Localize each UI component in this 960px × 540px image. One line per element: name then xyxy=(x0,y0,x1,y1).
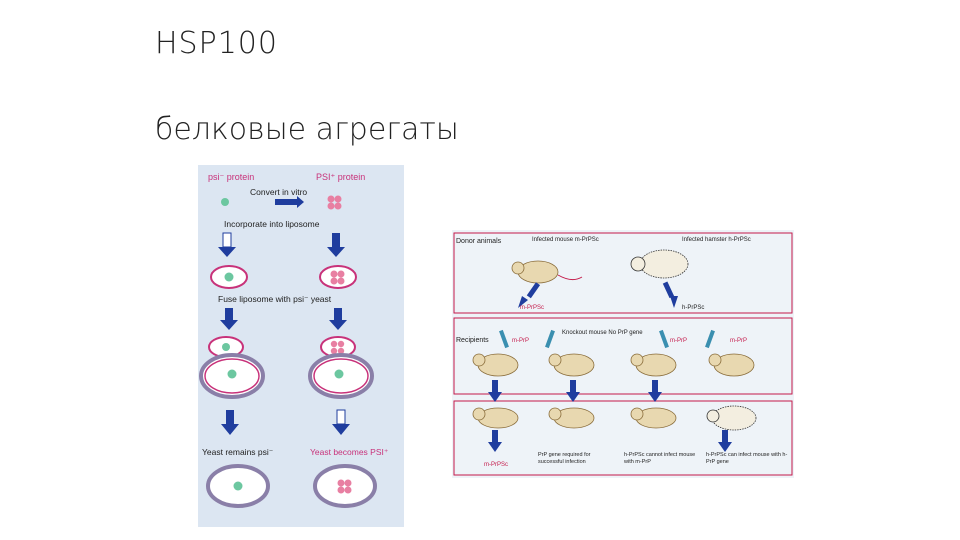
result-hamster xyxy=(706,405,757,431)
m-prp-sc-label: m-PrPSc xyxy=(520,305,544,311)
incorporate-label: Incorporate into liposome xyxy=(224,219,320,229)
syringe-4 xyxy=(705,329,715,349)
recipient-mprp-1: m-PrP xyxy=(512,338,529,344)
donor-mouse xyxy=(511,260,583,284)
yeast-remains-label: Yeast remains psi⁻ xyxy=(202,447,274,457)
result-mouse-3 xyxy=(630,407,677,429)
liposome-psi-plus xyxy=(319,265,357,289)
result-4-label: h-PrPSc can infect mouse with h-PrP gene xyxy=(706,452,788,465)
syringe-2 xyxy=(545,329,555,349)
result-2-label: PrP gene required for successful infecti… xyxy=(538,452,591,465)
down-arrow-right-2 xyxy=(329,308,347,330)
yeast-becomes-label: Yeast becomes PSI⁺ xyxy=(310,447,389,457)
down-arrow-left-1 xyxy=(218,232,236,257)
donor-hamster xyxy=(630,249,689,279)
lower-arrow-4 xyxy=(718,430,732,452)
h-prp-sc-label: h-PrPSc xyxy=(682,305,704,311)
result-arrow-2 xyxy=(566,380,580,402)
donor-arrow-right xyxy=(662,281,678,308)
result-3-label: h-PrPSc cannot infect mouse with m-PrP xyxy=(624,452,696,465)
final-yeast-right xyxy=(313,464,377,508)
psi-minus-protein-dot xyxy=(221,198,229,206)
fuse-label: Fuse liposome with psi⁻ yeast xyxy=(218,294,332,304)
psi-plus-aggregate xyxy=(327,195,342,210)
recipient-panel xyxy=(453,317,793,395)
convert-arrow xyxy=(275,199,297,205)
infected-hamster-label: Infected hamster h-PrPSc xyxy=(682,237,751,243)
recipient-mouse-2 xyxy=(548,353,595,377)
convert-arrowhead xyxy=(297,196,304,208)
convert-label: Convert in vitro xyxy=(250,187,307,197)
donor-row-label: Donor animals xyxy=(456,238,502,245)
recipient-mprp-2: m-PrP xyxy=(670,338,687,344)
down-arrow-left-3 xyxy=(221,410,239,435)
prion-transmission-figure: Donor animals Infected mouse m-PrPSc Inf… xyxy=(452,230,794,478)
down-arrow-right-1 xyxy=(327,233,345,257)
down-arrow-left-2 xyxy=(220,308,238,330)
psi-plus-protein-label: PSI⁺ protein xyxy=(316,172,365,182)
result-arrow-3 xyxy=(648,380,662,402)
recipient-mouse-1 xyxy=(472,353,519,377)
recipient-mouse-4 xyxy=(708,353,755,377)
donor-arrow-left xyxy=(518,282,541,308)
syringe-3 xyxy=(659,329,669,349)
recipient-mouse-3 xyxy=(630,353,677,377)
psi-minus-protein-label: psi⁻ protein xyxy=(208,172,254,182)
syringe-1 xyxy=(499,329,509,349)
result-panel xyxy=(453,400,793,476)
result-mouse-2 xyxy=(548,407,595,429)
recipient-row-label: Recipients xyxy=(456,337,489,344)
result-1-label: m-PrPSc xyxy=(484,462,508,468)
recipient-mprp-3: m-PrP xyxy=(730,338,747,344)
result-arrow-1 xyxy=(488,380,502,402)
lower-arrow-1 xyxy=(488,430,502,452)
result-mouse-1 xyxy=(472,407,519,429)
slide-subtitle: белковые агрегаты xyxy=(155,112,459,147)
liposome-aggregate xyxy=(330,270,345,285)
yeast-prion-figure: psi⁻ protein PSI⁺ protein Convert in vit… xyxy=(198,165,404,527)
slide-title: HSP100 xyxy=(155,26,278,61)
knockout-label: Knockout mouse No PrP gene xyxy=(562,330,643,336)
down-arrow-right-3 xyxy=(332,409,350,435)
donor-panel xyxy=(453,232,793,314)
infected-mouse-label: Infected mouse m-PrPSc xyxy=(532,237,599,243)
liposome-green-dot xyxy=(224,272,234,282)
